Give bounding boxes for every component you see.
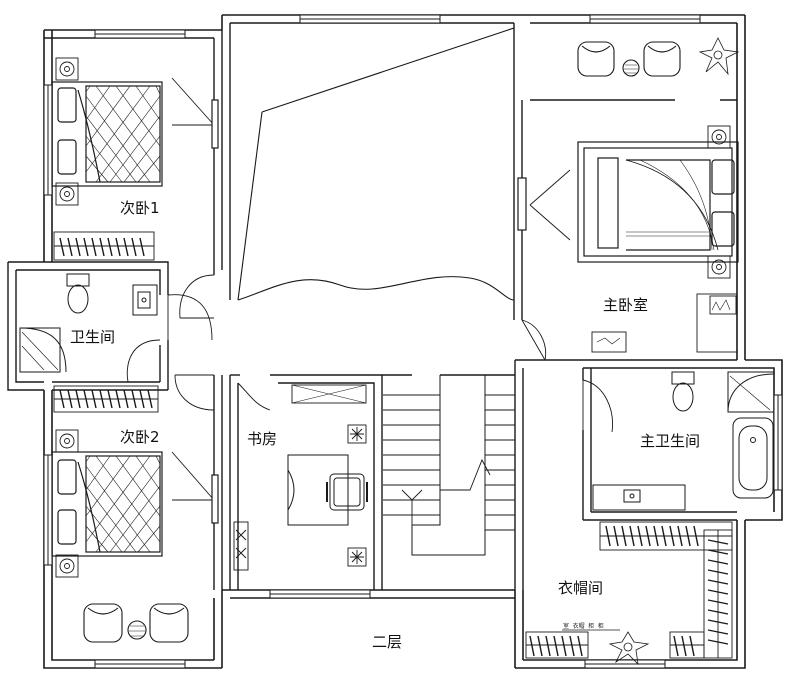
wardrobe-cloakroom <box>525 521 733 659</box>
interior-walls <box>7 23 737 590</box>
cloakroom-note: 室 衣帽 柜 柜 <box>563 623 604 630</box>
plant-icon <box>347 424 367 567</box>
room-label-study: 书房 <box>247 430 278 448</box>
bathtub <box>732 417 774 499</box>
desk <box>287 454 349 526</box>
door-swing-bed1 <box>171 77 215 126</box>
door-swing-master <box>529 169 571 241</box>
shower <box>727 371 775 413</box>
hall-door-arcs <box>174 274 547 411</box>
vanity <box>592 484 686 511</box>
toilet <box>66 273 90 314</box>
floor-label: 二层 <box>372 633 403 651</box>
master-bed <box>577 141 739 263</box>
sink <box>132 284 158 316</box>
room-label-bedroom2-2: 次卧2 <box>120 428 160 446</box>
nightstand-lamp <box>55 57 79 206</box>
bath-door-arc <box>126 294 213 383</box>
study-cabinet <box>291 384 367 404</box>
wardrobe-bed1 <box>53 231 155 261</box>
master-bath-door <box>582 379 613 433</box>
wardrobe-bed2 <box>53 385 159 413</box>
toilet <box>671 371 695 412</box>
dresser <box>591 293 738 353</box>
lounge-chairs-bed2 <box>83 603 189 643</box>
shower <box>19 327 67 373</box>
void-curtain <box>237 27 515 301</box>
desk-chair <box>326 473 368 511</box>
room-label-cloakroom: 衣帽间 <box>558 579 604 597</box>
nightstand-lamp <box>707 125 731 279</box>
windows <box>43 14 783 669</box>
plant-icon <box>608 631 650 666</box>
lounge-chairs-master <box>577 41 681 77</box>
room-label-bathroom: 卫生间 <box>70 328 116 346</box>
door-swing-bed2 <box>171 451 215 501</box>
plant-icon <box>698 37 740 76</box>
room-label-master-bath: 主卫生间 <box>640 432 701 450</box>
room-label-bedroom2-1: 次卧1 <box>120 199 160 217</box>
staircase <box>383 375 515 556</box>
bed-2 <box>51 451 163 557</box>
bookshelf <box>233 521 249 571</box>
room-label-master-bedroom: 主卧室 <box>603 296 649 314</box>
nightstand-lamp <box>55 429 79 578</box>
bed-1 <box>51 81 163 187</box>
